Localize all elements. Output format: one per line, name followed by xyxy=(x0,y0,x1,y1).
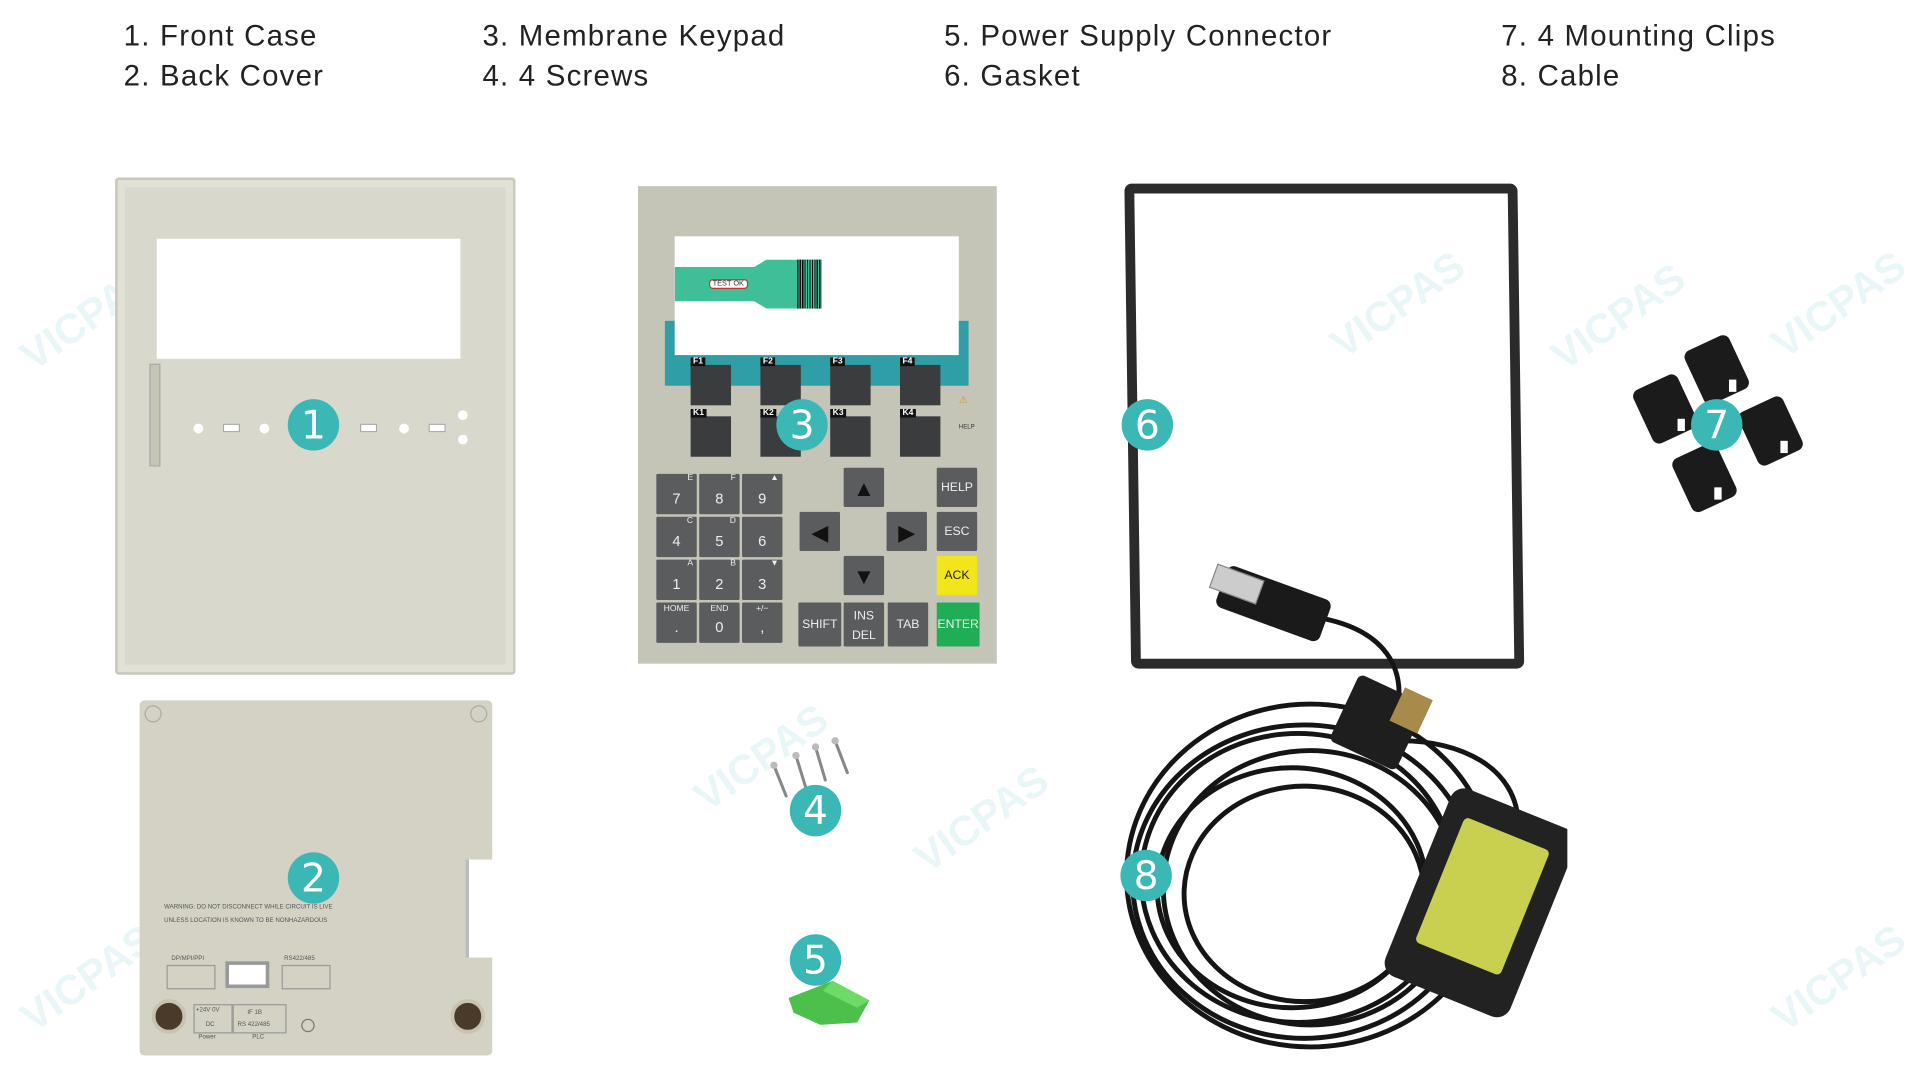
power-terminal-label: +24V 0V xyxy=(195,1006,220,1014)
badge-6: 6 xyxy=(1121,399,1174,451)
warning-text: UNLESS LOCATION IS KNOWN TO BE NONHAZARD… xyxy=(164,917,328,925)
legend-item: 7. 4 Mounting Clips xyxy=(1501,19,1777,53)
badge-4: 4 xyxy=(789,784,842,837)
key-left[interactable]: ◀ xyxy=(799,511,841,552)
display-window xyxy=(156,238,461,359)
legend-item: 5. Power Supply Connector xyxy=(944,19,1333,53)
port-label: DP/MPI/PPI xyxy=(171,955,205,963)
help-label: HELP xyxy=(958,423,975,432)
badge-5: 5 xyxy=(789,934,842,986)
key-right[interactable]: ▶ xyxy=(886,511,927,552)
key-enter[interactable]: ENTER xyxy=(936,602,980,647)
side-slot xyxy=(149,363,161,467)
mounting-clips-image xyxy=(1633,335,1803,513)
badge-1: 1 xyxy=(287,399,340,451)
key-num[interactable]: 3▼ xyxy=(742,559,783,601)
key-f2[interactable]: F2 xyxy=(760,357,801,406)
key-down[interactable]: ▼ xyxy=(843,555,885,596)
badge-3: 3 xyxy=(776,399,828,451)
key-f1[interactable]: F1 xyxy=(690,357,732,406)
front-case-image xyxy=(115,177,516,675)
badge-7: 7 xyxy=(1691,399,1743,451)
plc-terminal-label: RS 422/485 xyxy=(237,1021,270,1029)
key-num[interactable]: ,+/− xyxy=(742,602,783,643)
key-shift[interactable]: SHIFT xyxy=(798,602,842,647)
legend-item: 1. Front Case xyxy=(123,19,318,53)
plc-terminal-label: IF 1B xyxy=(247,1008,262,1017)
power-terminal-label: DC xyxy=(205,1021,215,1029)
legend-item: 3. Membrane Keypad xyxy=(482,19,786,53)
key-ack[interactable]: ACK xyxy=(936,555,978,596)
key-f3[interactable]: F3 xyxy=(830,357,871,406)
legend-item: 2. Back Cover xyxy=(123,60,325,94)
ground-icon xyxy=(301,1018,315,1033)
screws-image xyxy=(770,737,849,798)
plc-label: PLC xyxy=(252,1033,265,1041)
badge-8: 8 xyxy=(1120,849,1172,902)
key-help[interactable]: HELP xyxy=(936,467,978,507)
legend-item: 4. 4 Screws xyxy=(482,60,650,94)
key-k4[interactable]: K4 xyxy=(900,408,941,457)
legend-item: 6. Gasket xyxy=(944,60,1081,94)
warning-icon: ⚠ xyxy=(958,394,968,406)
badge-2: 2 xyxy=(287,852,340,904)
legend-item: 8. Cable xyxy=(1501,60,1621,94)
key-up[interactable]: ▲ xyxy=(843,467,885,507)
key-num[interactable]: 9▲ xyxy=(742,473,783,515)
key-k3[interactable]: K3 xyxy=(830,408,871,457)
back-cover-image: WARNING: DO NOT DISCONNECT WHILE CIRCUIT… xyxy=(139,700,494,1056)
membrane-keypad-image: TEST OK F1 F2 F3 F4 K1 K2 K3 K4 ⚠ HELP ▲… xyxy=(637,186,997,664)
key-k1[interactable]: K1 xyxy=(690,408,732,457)
key-tab[interactable]: TAB xyxy=(887,602,929,647)
key-num[interactable]: .HOME xyxy=(656,602,697,643)
port-label: RS422/485 xyxy=(284,955,315,963)
cable-image xyxy=(1124,563,1568,1050)
key-num[interactable]: 6 xyxy=(742,516,783,558)
key-f4[interactable]: F4 xyxy=(900,357,941,406)
power-label: Power xyxy=(198,1033,216,1041)
key-esc[interactable]: ESC xyxy=(936,511,978,552)
power-connector-image xyxy=(788,980,870,1025)
test-ok-tag: TEST OK xyxy=(708,279,748,289)
watermark: VICPAS xyxy=(906,756,1058,882)
watermark: VICPAS xyxy=(1763,915,1915,1042)
warning-text: WARNING: DO NOT DISCONNECT WHILE CIRCUIT… xyxy=(164,903,333,912)
